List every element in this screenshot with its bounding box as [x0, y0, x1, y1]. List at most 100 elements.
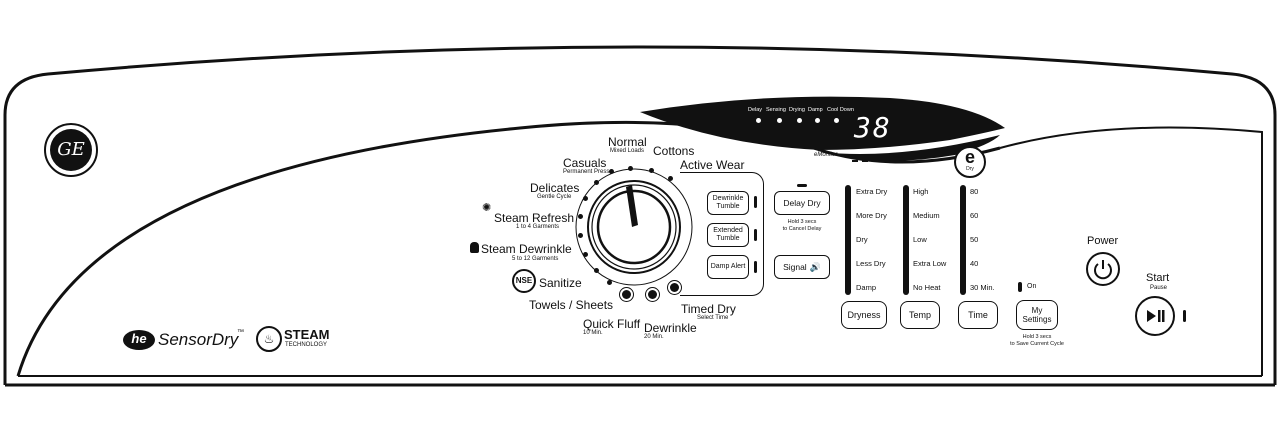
delay-dry-note-2: to Cancel Delay — [782, 226, 822, 232]
delay-dry-lamp — [797, 184, 807, 187]
power-icon — [1094, 260, 1112, 280]
dial-dot — [607, 280, 612, 285]
temp-level-extra-low: Extra Low — [913, 259, 947, 268]
dryness-button[interactable]: Dryness — [841, 301, 887, 329]
damp-alert-button[interactable]: Damp Alert — [707, 255, 749, 279]
cycle-casuals[interactable]: Casuals — [563, 156, 607, 170]
steam-logo-sub: TECHNOLOGY — [285, 342, 328, 348]
cycle-active-wear[interactable]: Active Wear — [680, 158, 745, 172]
indicator-led — [797, 118, 802, 123]
time-readout: 38 — [854, 111, 892, 144]
my-settings-note-1: Hold 3 secs — [1022, 334, 1052, 340]
time-level-60: 60 — [970, 211, 979, 220]
dryness-level-less-dry: Less Dry — [856, 259, 886, 268]
ge-logo-text: GE — [57, 139, 85, 160]
cycle-delicates-sub: Gentle Cycle — [537, 194, 572, 200]
start-lamp — [1183, 310, 1186, 322]
temp-level-no-heat: No Heat — [913, 283, 941, 292]
emonitor-label: eMonitor — [814, 152, 838, 158]
dial-ring-marker — [670, 283, 679, 292]
temp-level-bar — [903, 185, 909, 295]
extended-tumble-lamp — [754, 229, 757, 241]
extended-tumble-button[interactable]: Extended Tumble — [707, 223, 749, 247]
edry-sub: Dry — [966, 166, 974, 172]
cycle-dewrinkle[interactable]: Dewrinkle — [644, 321, 697, 335]
damp-alert-label: Damp Alert — [710, 263, 746, 270]
cycle-steam-refresh[interactable]: Steam Refresh — [494, 211, 575, 225]
sensordry-text: SensorDry — [158, 330, 239, 349]
dryness-level-extra-dry: Extra Dry — [856, 187, 888, 196]
indicator-sensing: Sensing — [766, 107, 786, 113]
temp-button[interactable]: Temp — [900, 301, 940, 329]
dewrinkle-tumble-button[interactable]: Dewrinkle Tumble — [707, 191, 749, 215]
delay-dry-label: Delay Dry — [783, 198, 821, 208]
my-settings-label-1: My — [1031, 306, 1043, 315]
dewrinkle-tumble-label: Dewrinkle Tumble — [712, 195, 744, 210]
cycle-delicates[interactable]: Delicates — [530, 181, 580, 195]
time-level-50: 50 — [970, 235, 979, 244]
play-pause-icon — [1147, 310, 1165, 322]
dial-dot — [609, 169, 614, 174]
cycle-timed-dry[interactable]: Timed Dry — [681, 302, 736, 316]
dewrinkle-tumble-lamp — [754, 196, 757, 208]
dial-dot — [583, 252, 588, 257]
my-settings-label-2: Settings — [1022, 315, 1052, 324]
cycle-sanitize[interactable]: Sanitize — [539, 276, 582, 290]
power-button[interactable] — [1086, 252, 1120, 286]
cycle-timed-dry-sub: Select Time — [697, 315, 729, 321]
cycle-dewrinkle-sub: 20 Min. — [644, 334, 664, 340]
delay-dry-button[interactable]: Delay Dry — [774, 191, 830, 215]
edry-e: e — [964, 147, 975, 167]
time-level-30: 30 Min. — [970, 283, 995, 292]
start-pause-button[interactable] — [1135, 296, 1175, 336]
he-badge: he — [123, 330, 155, 350]
temp-level-high: High — [913, 187, 929, 196]
time-level-40: 40 — [970, 259, 979, 268]
indicator-damp: Damp — [808, 107, 823, 113]
my-settings-on: On — [1027, 283, 1037, 290]
indicator-led — [834, 118, 839, 123]
dial-dot — [578, 233, 583, 238]
temp-button-label: Temp — [908, 310, 931, 320]
dial-ring-marker — [622, 290, 631, 299]
dryness-level-more-dry: More Dry — [856, 211, 887, 220]
nse-badge: NSE — [512, 269, 536, 293]
dial-dot — [594, 268, 599, 273]
cycle-steam-dewrinkle-sub: 5 to 12 Garments — [512, 256, 559, 262]
time-button[interactable]: Time — [958, 301, 998, 329]
dryness-level-damp: Damp — [856, 283, 877, 292]
edry-badge: e Dry — [954, 146, 986, 178]
temp-level-low: Low — [913, 235, 927, 244]
damp-alert-lamp — [754, 261, 757, 273]
indicator-led — [777, 118, 782, 123]
dryness-level-dry: Dry — [856, 235, 868, 244]
signal-button[interactable]: Signal 🔊 — [774, 255, 830, 279]
cycle-cottons[interactable]: Cottons — [653, 144, 695, 158]
delay-dry-note-1: Hold 3 secs — [787, 219, 817, 225]
ge-logo: GE — [44, 123, 98, 177]
dial-dot — [583, 196, 588, 201]
cycle-steam-dewrinkle[interactable]: Steam Dewrinkle — [481, 242, 572, 256]
temp-level-medium: Medium — [913, 211, 940, 220]
my-settings-note-2: to Save Current Cycle — [1010, 341, 1064, 347]
options-frame — [680, 172, 764, 296]
cycle-dial[interactable] — [572, 165, 696, 289]
cycle-steam-refresh-sub: 1 to 4 Garments — [516, 224, 560, 230]
cycle-normal[interactable]: Normal — [608, 135, 647, 149]
my-settings-button[interactable]: My Settings — [1016, 300, 1058, 330]
dial-dot — [628, 166, 633, 171]
time-level-80: 80 — [970, 187, 979, 196]
emonitor-scale — [852, 160, 898, 162]
nse-label: NSE — [515, 276, 533, 285]
cycle-towels-sheets[interactable]: Towels / Sheets — [529, 298, 614, 312]
steam-logo-icon: ♨ — [256, 326, 282, 352]
steam-dewrinkle-icon — [470, 242, 479, 253]
indicator-drying: Drying — [789, 107, 805, 113]
dial-dot — [594, 180, 599, 185]
start-label: Start — [1146, 272, 1170, 284]
pause-label: Pause — [1150, 285, 1168, 291]
cycle-quick-fluff[interactable]: Quick Fluff — [583, 317, 641, 331]
extended-tumble-label: Extended Tumble — [713, 227, 743, 242]
sensordry-tm: ™ — [237, 329, 244, 336]
cycle-quick-fluff-sub: 10 Min. — [583, 330, 603, 336]
